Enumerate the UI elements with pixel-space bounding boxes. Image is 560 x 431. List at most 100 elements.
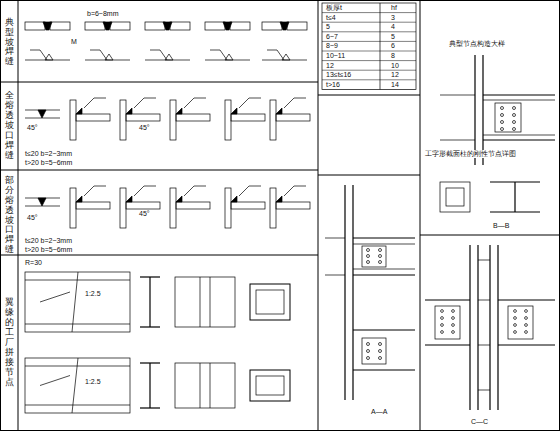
line <box>483 135 555 136</box>
weld <box>231 108 237 114</box>
line <box>318 95 420 96</box>
line <box>420 0 421 431</box>
line <box>0 82 318 83</box>
line <box>0 170 318 171</box>
bolt <box>452 324 455 327</box>
line <box>210 363 211 408</box>
plate <box>508 306 533 339</box>
table-cell: 10 <box>390 62 400 70</box>
note-label: 45° <box>26 214 39 222</box>
plate <box>25 272 130 332</box>
line <box>489 245 490 410</box>
line <box>322 12 416 13</box>
plate <box>175 363 235 408</box>
bolt <box>379 249 382 252</box>
plate <box>256 290 284 314</box>
line <box>440 95 475 96</box>
line <box>144 186 156 187</box>
bolt <box>379 255 382 258</box>
note-label: 工字形截面柱的刚性节点详图 <box>424 150 517 158</box>
bolt <box>513 107 516 110</box>
weld <box>38 110 46 118</box>
plate <box>76 114 110 121</box>
note-label: 典型节点构造大样 <box>448 40 506 48</box>
line <box>94 98 106 99</box>
table-cell: 13≤t≤16 <box>325 71 352 79</box>
bolt <box>452 317 455 320</box>
line <box>474 55 475 165</box>
table-cell: 6 <box>390 42 396 50</box>
plate <box>176 202 210 209</box>
table-cell: 14 <box>390 81 400 89</box>
line <box>149 277 150 327</box>
plate <box>175 277 235 327</box>
line <box>482 55 483 165</box>
bolt <box>513 114 516 117</box>
band-title: 典型坡焊缝 <box>5 18 14 67</box>
bolt <box>514 331 517 334</box>
line <box>25 405 130 406</box>
line <box>322 41 416 42</box>
line <box>325 275 345 276</box>
side-band: 全熔透坡口焊缝 <box>1 86 17 166</box>
line <box>0 255 318 256</box>
line <box>477 245 478 410</box>
line <box>72 358 78 413</box>
line <box>90 50 100 51</box>
weld <box>225 54 233 60</box>
line <box>267 50 277 51</box>
line <box>318 175 420 176</box>
line <box>84 98 94 108</box>
table-cell: 8~9 <box>325 42 339 50</box>
bolt <box>501 121 504 124</box>
plate <box>276 114 310 121</box>
note-label: 1:2.5 <box>84 378 102 386</box>
plate <box>170 22 190 30</box>
line <box>478 260 490 261</box>
side-band: 部分熔透坡口焊缝 <box>1 174 17 257</box>
bolt <box>525 324 528 327</box>
bolt <box>367 350 370 353</box>
bolt <box>514 310 517 313</box>
line <box>420 235 560 236</box>
line <box>498 345 555 346</box>
plate <box>25 358 130 413</box>
line <box>149 363 150 408</box>
line <box>40 292 70 302</box>
plate <box>435 306 460 339</box>
line <box>322 70 416 71</box>
weld <box>223 22 232 30</box>
plate <box>276 202 310 209</box>
line <box>72 272 78 332</box>
line <box>40 376 70 386</box>
plate <box>231 114 265 121</box>
plate <box>170 100 176 140</box>
note-label: B—B <box>492 222 510 230</box>
plate <box>262 22 282 30</box>
line <box>498 300 555 301</box>
line <box>353 244 415 245</box>
note-label: 45° <box>138 124 151 132</box>
line <box>284 186 294 196</box>
note-label: t≤20 b=2~3mm <box>24 237 73 245</box>
bolt <box>525 310 528 313</box>
bolt <box>367 249 370 252</box>
weld <box>105 54 113 60</box>
line <box>483 140 555 141</box>
bolt <box>452 331 455 334</box>
line <box>322 22 416 23</box>
weld <box>103 22 112 30</box>
line <box>353 269 415 270</box>
weld <box>76 196 82 202</box>
bolt <box>441 310 444 313</box>
bolt <box>367 261 370 264</box>
bolt <box>379 357 382 360</box>
bolt <box>441 324 444 327</box>
table-cell: 5 <box>325 23 331 31</box>
line <box>239 98 249 108</box>
plate <box>126 114 160 121</box>
plate <box>250 284 290 320</box>
weld <box>76 108 82 114</box>
